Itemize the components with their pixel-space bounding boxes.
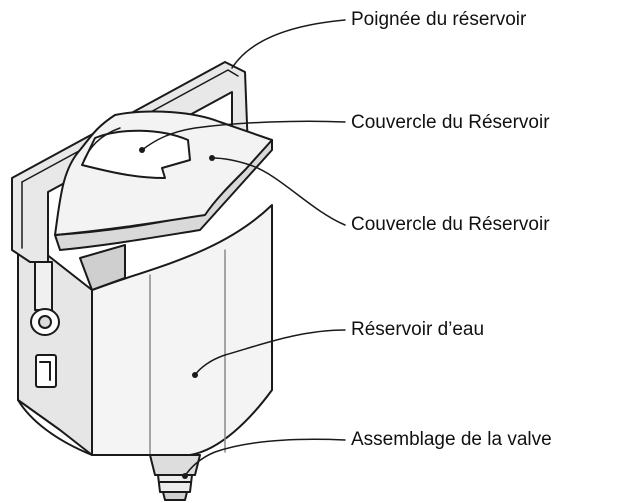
tank-cover bbox=[54, 110, 273, 251]
label-tank-handle: Poignée du réservoir bbox=[351, 9, 527, 30]
leader-lines bbox=[141, 19, 346, 477]
leader-dots bbox=[139, 147, 215, 479]
leader-handle bbox=[231, 19, 346, 69]
label-tank-cover-top: Couvercle du Réservoir bbox=[351, 112, 550, 133]
tank-handle bbox=[11, 61, 249, 336]
leader-tank bbox=[194, 329, 346, 376]
valve-assembly bbox=[149, 454, 201, 501]
leader-cover1 bbox=[141, 120, 346, 151]
side-clip bbox=[35, 354, 57, 388]
leader-cover2 bbox=[211, 157, 346, 226]
label-valve-assembly: Assemblage de la valve bbox=[351, 429, 552, 450]
label-water-tank: Réservoir d’eau bbox=[351, 319, 485, 340]
label-tank-cover-bottom: Couvercle du Réservoir bbox=[351, 214, 550, 235]
leader-valve bbox=[184, 438, 346, 477]
